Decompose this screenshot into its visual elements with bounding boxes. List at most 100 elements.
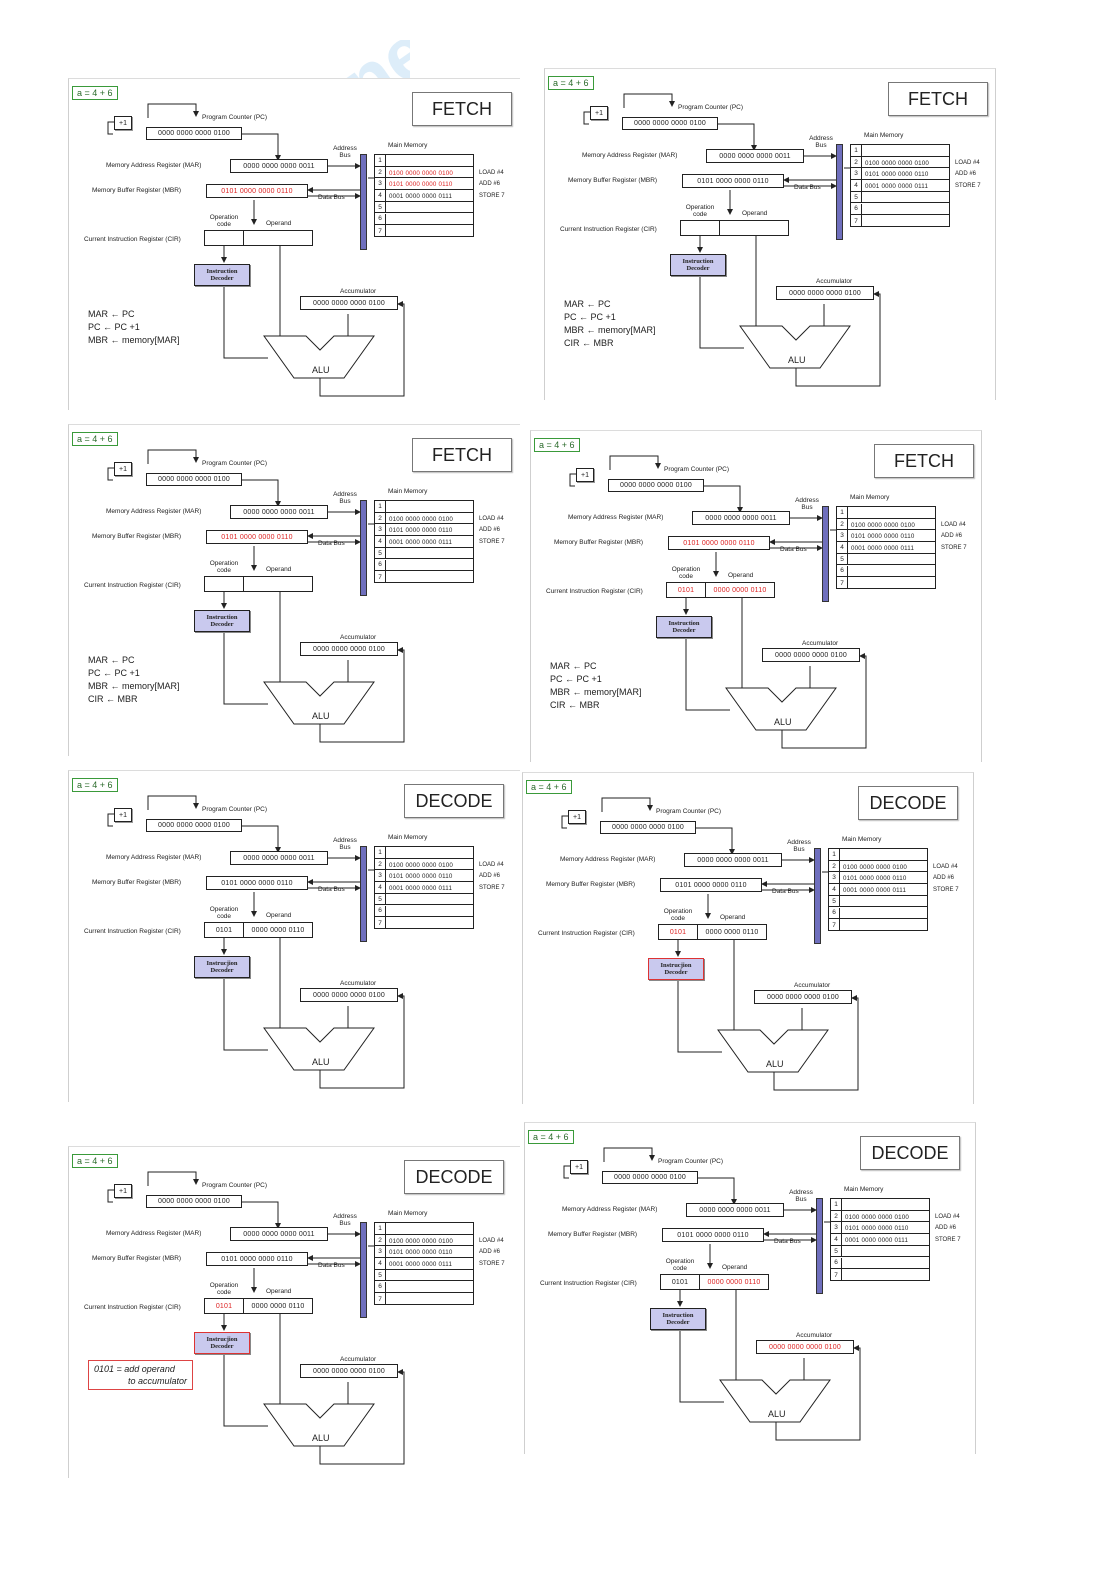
- system-bus: [814, 848, 821, 944]
- opcode-label: Operation code: [209, 1282, 239, 1297]
- memory-value: 0101 0000 0000 0110: [845, 1225, 909, 1233]
- accumulator-register: 0000 0000 0000 0100: [762, 648, 860, 662]
- memory-address: 4: [831, 1234, 842, 1245]
- memory-instruction: ADD #6: [941, 533, 963, 540]
- cpu-diagram-panel-7: a = 4 + 6 DECODE +1 Program Counter (PC)…: [68, 1146, 520, 1478]
- memory-address: 3: [375, 178, 386, 190]
- accumulator-label: Accumulator: [340, 980, 377, 987]
- operand-label: Operand: [266, 1288, 292, 1295]
- memory-address: 2: [829, 860, 840, 872]
- memory-address: 7: [837, 577, 848, 589]
- mbr-label: Memory Buffer Register (MBR): [548, 1231, 638, 1238]
- main-memory-label: Main Memory: [388, 1210, 428, 1217]
- rtl-line: MAR ← PC: [564, 299, 611, 309]
- pc-register: 0000 0000 0000 0100: [146, 473, 242, 486]
- accumulator-label: Accumulator: [794, 982, 831, 989]
- memory-address: 1: [829, 849, 840, 860]
- accumulator-register: 0000 0000 0000 0100: [300, 296, 398, 310]
- instruction-decoder: Instruction Decoder: [194, 610, 250, 632]
- mbr-label: Memory Buffer Register (MBR): [92, 879, 182, 886]
- cir-label: Current Instruction Register (CIR): [84, 928, 181, 935]
- memory-row: 7: [375, 571, 473, 583]
- data-bus-label: Data Bus: [318, 1262, 345, 1269]
- rtl-line: CIR ← MBR: [88, 694, 138, 704]
- memory-value: 0001 0000 0000 0111: [389, 539, 453, 547]
- memory-instruction: LOAD #4: [479, 861, 504, 868]
- panel-frame: [68, 770, 520, 1102]
- cir-opcode-cell: 0101: [666, 582, 706, 598]
- memory-address: 5: [851, 191, 862, 203]
- stage-title: FETCH: [874, 444, 974, 478]
- increment-box: +1: [114, 116, 132, 130]
- memory-address: 3: [375, 870, 386, 882]
- memory-row: 1: [375, 847, 473, 859]
- memory-address: 2: [375, 512, 386, 524]
- mbr-register: 0101 0000 0000 0110: [660, 878, 762, 892]
- mar-label: Memory Address Register (MAR): [106, 1230, 202, 1237]
- memory-address: 6: [831, 1257, 842, 1269]
- memory-address: 2: [375, 1234, 386, 1246]
- pc-register: 0000 0000 0000 0100: [146, 819, 242, 832]
- cpu-diagram-panel-4: a = 4 + 6 FETCH +1 Program Counter (PC) …: [530, 430, 982, 762]
- memory-row: 7: [837, 577, 935, 589]
- memory-address: 5: [375, 547, 386, 559]
- accumulator-register: 0000 0000 0000 0100: [756, 1340, 854, 1354]
- memory-instruction: STORE 7: [933, 887, 959, 894]
- address-bus-label: Address Bus: [333, 837, 357, 852]
- memory-address: 7: [375, 225, 386, 237]
- instruction-decoder: Instruction Decoder: [656, 616, 712, 638]
- panel-frame: [68, 1146, 520, 1478]
- memory-address: 1: [837, 507, 848, 518]
- panel-frame: [68, 78, 520, 410]
- rtl-line: PC ← PC +1: [88, 668, 140, 678]
- address-bus-label: Address Bus: [795, 497, 819, 512]
- memory-value: 0001 0000 0000 0111: [389, 885, 453, 893]
- memory-row: 7: [375, 1293, 473, 1305]
- rtl-line: CIR ← MBR: [564, 338, 614, 348]
- increment-box: +1: [114, 808, 132, 822]
- stage-title: FETCH: [888, 82, 988, 116]
- opcode-label: Operation code: [209, 906, 239, 921]
- accumulator-register: 0000 0000 0000 0100: [300, 1364, 398, 1378]
- memory-address: 2: [375, 166, 386, 178]
- cir-label: Current Instruction Register (CIR): [540, 1280, 637, 1287]
- memory-value: 0001 0000 0000 0111: [845, 1237, 909, 1245]
- memory-instruction: LOAD #4: [479, 1237, 504, 1244]
- increment-box: +1: [568, 810, 586, 824]
- cir-opcode-cell: 0101: [658, 924, 698, 940]
- memory-address: 6: [837, 565, 848, 577]
- memory-row: 1: [375, 501, 473, 513]
- diagram-wires: [583, 93, 881, 387]
- memory-address: 5: [375, 1269, 386, 1281]
- cpu-diagram-panel-2: a = 4 + 6 FETCH +1 Program Counter (PC) …: [544, 68, 996, 400]
- memory-value: 0100 0000 0000 0100: [389, 169, 454, 177]
- mar-register: 0000 0000 0000 0011: [230, 505, 328, 519]
- memory-address: 3: [837, 530, 848, 542]
- memory-row: 6: [829, 907, 927, 920]
- memory-address: 5: [837, 553, 848, 565]
- memory-address: 6: [375, 559, 386, 571]
- mbr-label: Memory Buffer Register (MBR): [568, 177, 658, 184]
- rtl-line: MAR ← PC: [550, 661, 597, 671]
- increment-box: +1: [570, 1160, 588, 1174]
- memory-value: 0100 0000 0000 0100: [389, 861, 454, 869]
- data-bus-label: Data Bus: [794, 184, 821, 191]
- memory-row: 1: [831, 1199, 929, 1211]
- rtl-line: MAR ← PC: [88, 309, 135, 319]
- memory-row: 6: [831, 1257, 929, 1270]
- address-bus-label: Address Bus: [333, 1213, 357, 1228]
- memory-instruction: LOAD #4: [933, 863, 958, 870]
- stage-title: DECODE: [860, 1136, 960, 1170]
- accumulator-label: Accumulator: [816, 278, 853, 285]
- mar-label: Memory Address Register (MAR): [582, 152, 678, 159]
- cir-label: Current Instruction Register (CIR): [84, 1304, 181, 1311]
- cir-operand-cell: [243, 576, 313, 592]
- system-bus: [360, 846, 367, 942]
- note-line: 0101 = add operand: [94, 1364, 175, 1374]
